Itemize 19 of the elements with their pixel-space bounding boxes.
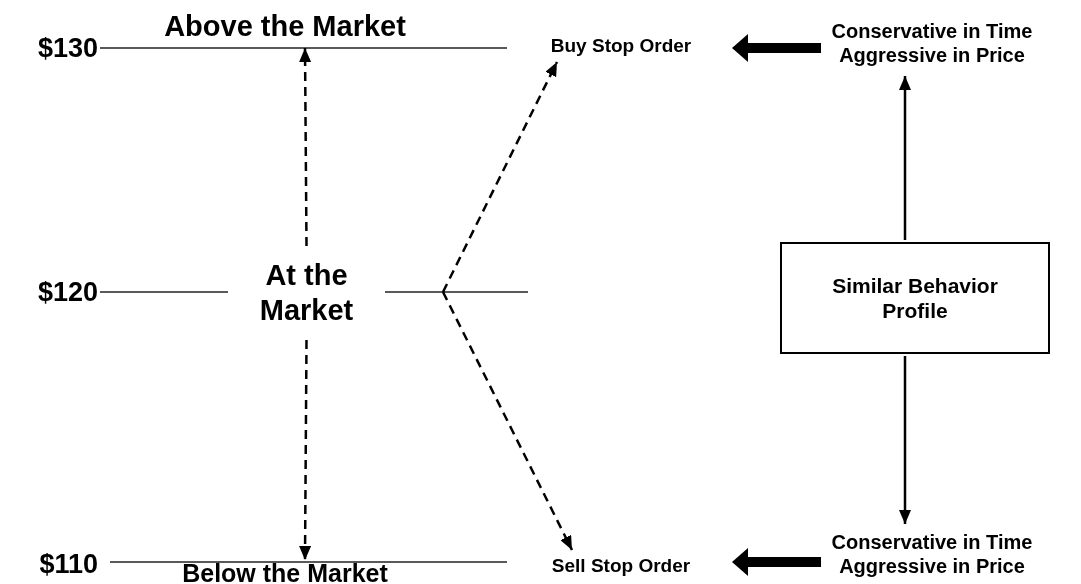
price-label: $110: [38, 547, 98, 581]
arrow: [899, 356, 911, 524]
node-label: Below the Market: [140, 562, 430, 584]
node-label: Conservative in Time Aggressive in Price: [823, 12, 1041, 74]
arrow: [732, 548, 821, 576]
process-box: Similar Behavior Profile: [780, 242, 1050, 354]
arrow: [899, 76, 911, 240]
arrow: [441, 61, 559, 293]
arrow: [299, 48, 312, 246]
arrow: [732, 34, 821, 62]
node-label: Sell Stop Order: [512, 552, 730, 580]
price-label: $120: [36, 275, 98, 309]
arrow: [299, 340, 312, 560]
node-label: At the Market: [228, 248, 385, 338]
node-label: Buy Stop Order: [512, 32, 730, 60]
node-label: Conservative in Time Aggressive in Price: [823, 526, 1041, 582]
arrow: [441, 291, 574, 551]
node-label: Above the Market: [140, 6, 430, 46]
price-label: $130: [36, 31, 98, 65]
